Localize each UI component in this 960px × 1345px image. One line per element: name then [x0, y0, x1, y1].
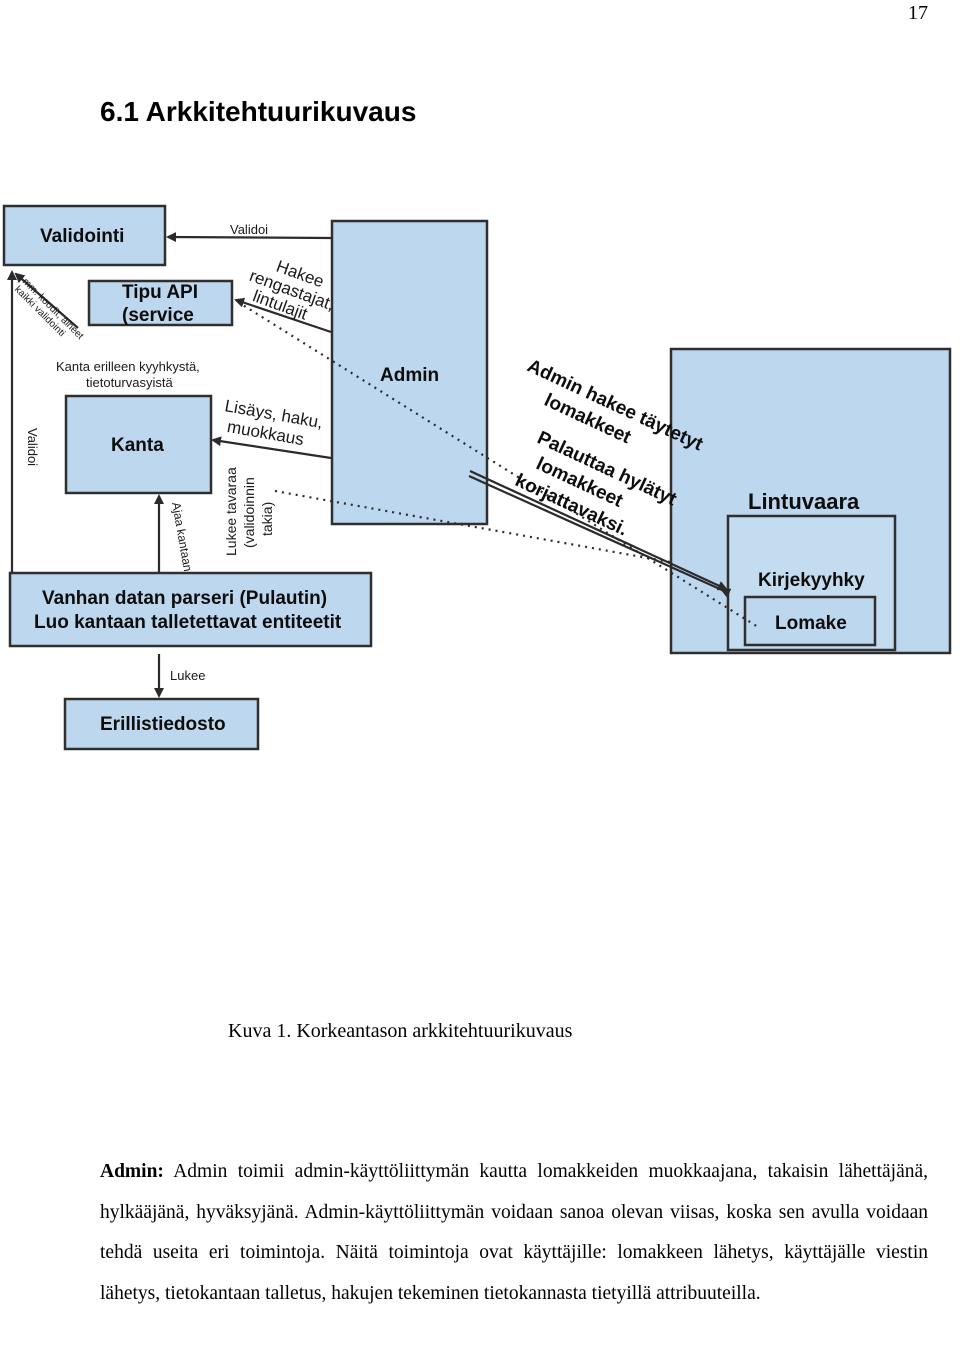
kanta-note-1: Kanta erilleen kyyhkystä, [56, 359, 200, 374]
figure-caption: Kuva 1. Korkeantason arkkitehtuurikuvaus [228, 1020, 573, 1042]
admin-hakee-arrow [468, 474, 732, 598]
lomake-box [743, 595, 877, 647]
palauttaa-label: Palauttaa hylätyt lomakkeet korjattavaks… [512, 427, 680, 540]
admin-box [330, 219, 489, 526]
lukee-label-3: takia) [259, 502, 275, 536]
parseri-label-2: Luo kantaan talletettavat entiteetit [34, 612, 342, 633]
kanta-label: Kanta [111, 435, 164, 456]
lukee-label: Lukee tavaraa (validoinnin takia) [223, 467, 275, 556]
validoi-arrow [166, 232, 332, 243]
erillistiedosto-label: Erillistiedosto [100, 714, 226, 735]
architecture-diagram: Lintuvaara Kirjekyyhky Lomake Validointi… [2, 204, 952, 751]
lintuvaara-label: Lintuvaara [748, 489, 860, 514]
kanta-note-2: tietoturvasyistä [86, 375, 173, 390]
erillistiedosto-box [63, 697, 260, 751]
kirjekyyhky-label: Kirjekyyhky [758, 570, 865, 591]
tipu-api-label-2: (service [122, 305, 194, 326]
hakee-arrow [234, 297, 332, 334]
hakee-label: Hakee rengastajat, lintulajit [247, 257, 337, 324]
dotted-tipu-lomake [237, 301, 759, 628]
page-number: 17 [908, 2, 928, 24]
lukee-label-2: (validoinnin [241, 477, 257, 548]
tipu-api-label-1: Tipu API [122, 282, 198, 303]
paragraph-text: Admin toimii admin-käyttöliittymän kautt… [100, 1161, 928, 1304]
kanta-box [64, 394, 213, 495]
lukee-label-1: Lukee tavaraa [223, 467, 239, 556]
tipu-validointi-arrow [14, 272, 79, 329]
tipu-api-box [87, 279, 234, 327]
admin-label: Admin [380, 365, 439, 386]
validoi-left-label: Validoi [25, 428, 40, 466]
section-heading: 6.1 Arkkitehtuurikuvaus [100, 96, 417, 127]
parseri-box [8, 571, 373, 648]
validointi-label: Validointi [40, 226, 124, 247]
admin-term: Admin: [100, 1161, 164, 1182]
body-paragraph: Admin: Admin toimii admin-käyttöliittymä… [100, 1152, 928, 1314]
palauttaa-arrow [469, 470, 728, 591]
lisays-arrow [211, 436, 332, 460]
lukee-small-label: Lukee [170, 668, 205, 683]
ajaa-label: Ajaa kantaan [169, 501, 195, 572]
validointi-box [2, 204, 167, 267]
validoi-top-label: Validoi [230, 222, 268, 237]
lomake-label: Lomake [775, 613, 847, 634]
mm-label: mm. koodit, aiheet kaikki validointi [12, 276, 85, 342]
parseri-label-1: Vanhan datan parseri (Pulautin) [42, 588, 327, 609]
